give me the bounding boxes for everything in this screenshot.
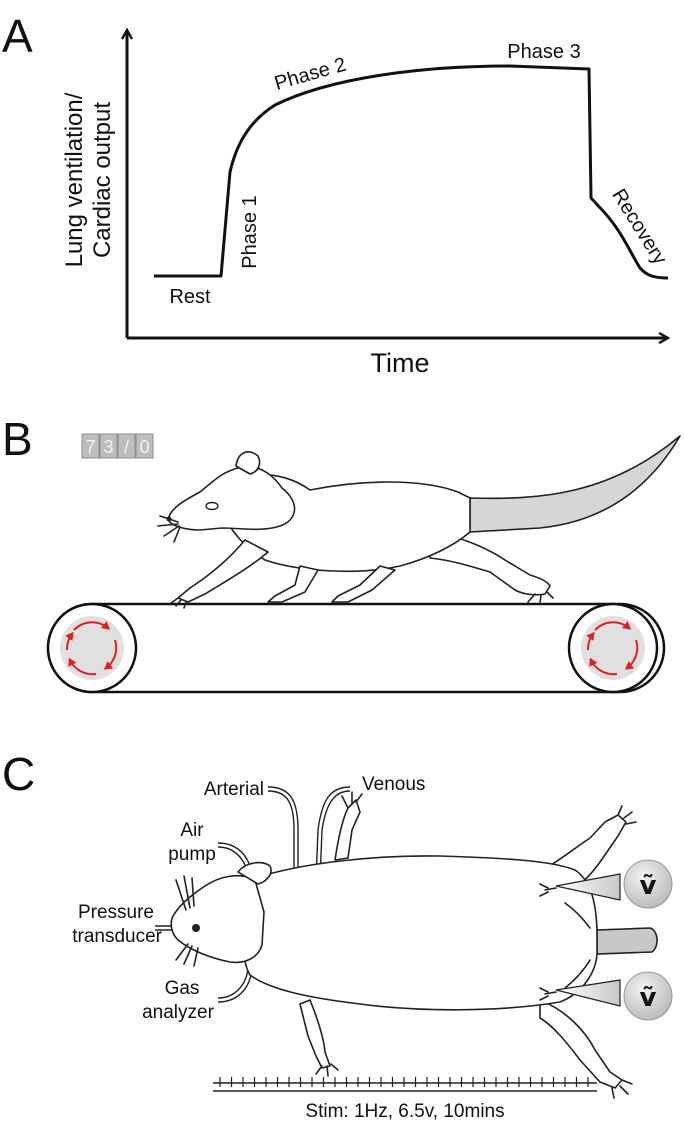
electrode-symbol: ṽ (640, 983, 657, 1013)
rat-eye (205, 501, 219, 511)
label-arterial: Arterial (204, 779, 264, 800)
y-axis-label-line1: Lung ventilation/ (61, 92, 88, 267)
y-axis-label-line2: Cardiac output (89, 102, 116, 258)
left-roller (46, 602, 138, 694)
rat-tail (596, 927, 658, 955)
label-gas: Gas (165, 978, 200, 999)
label-analyzer: analyzer (142, 1002, 214, 1023)
panel-a-letter: A (2, 10, 33, 62)
stim-label: Stim: 1Hz, 6.5v, 10mins (305, 1101, 504, 1122)
right-roller (567, 602, 659, 694)
response-curve (154, 64, 669, 280)
rat-front-leg (331, 565, 396, 603)
rotation-arrow (103, 639, 118, 670)
counter-digit: 7 (85, 437, 95, 457)
label-pump: pump (168, 844, 216, 865)
rat-hind-claws (611, 1079, 633, 1099)
rotation-arrow (586, 631, 595, 651)
running-rat (157, 435, 681, 609)
label-phase-1: Phase 1 (239, 195, 261, 268)
counter-digit: 3 (103, 437, 113, 457)
label-phase-3: Phase 3 (507, 41, 580, 63)
rat-hind-claws (617, 805, 637, 825)
rotation-arrow (68, 657, 97, 676)
panel-a-axes (127, 30, 668, 338)
speed-counter: 7 3 / 0 (81, 433, 154, 459)
rat-hind-leg (539, 999, 623, 1089)
rat-forepaw-claws (341, 791, 363, 809)
rat-snout (192, 924, 200, 932)
rotation-arrow (65, 631, 74, 651)
label-rest: Rest (169, 286, 211, 308)
rat-whiskers (175, 875, 199, 967)
rat-ear (235, 451, 261, 475)
stim-electrode-upper (539, 859, 673, 909)
panel-b-letter: B (2, 413, 33, 465)
rat-forepaw (299, 999, 331, 1069)
rotation-arrow (624, 639, 639, 670)
rat-hind-claws (527, 591, 554, 604)
stim-electrode-lower (539, 971, 673, 1021)
stim-pulse-train (213, 1077, 597, 1092)
electrode-symbol: ṽ (640, 871, 657, 901)
x-axis-label: Time (371, 348, 430, 378)
label-transducer: transducer (72, 926, 162, 947)
rat-ear (237, 861, 272, 885)
rotation-arrow (589, 657, 618, 676)
counter-digit: / (124, 437, 129, 457)
rat-front-leg (267, 565, 319, 603)
rat-body (240, 855, 598, 1011)
supine-rat (170, 791, 658, 1099)
rat-head (170, 874, 265, 964)
rat-groin-lines (564, 902, 591, 989)
label-phase-2: Phase 2 (272, 54, 349, 95)
label-air: Air (180, 820, 204, 841)
label-venous: Venous (362, 774, 425, 795)
rat-forepaw (334, 799, 361, 861)
rat-whiskers (157, 515, 181, 543)
label-pressure: Pressure (78, 902, 154, 923)
rotation-arrow (73, 621, 111, 631)
rat-tail (469, 435, 681, 533)
rat-hind-leg (429, 529, 551, 596)
rotation-arrow (594, 621, 632, 631)
rat-front-leg (177, 539, 269, 603)
rat-head (167, 465, 296, 531)
rat-front-claws (169, 597, 187, 609)
counter-digit: 0 (139, 437, 149, 457)
panel-c-letter: C (2, 748, 35, 800)
rat-forepaw-claws (315, 1063, 339, 1077)
